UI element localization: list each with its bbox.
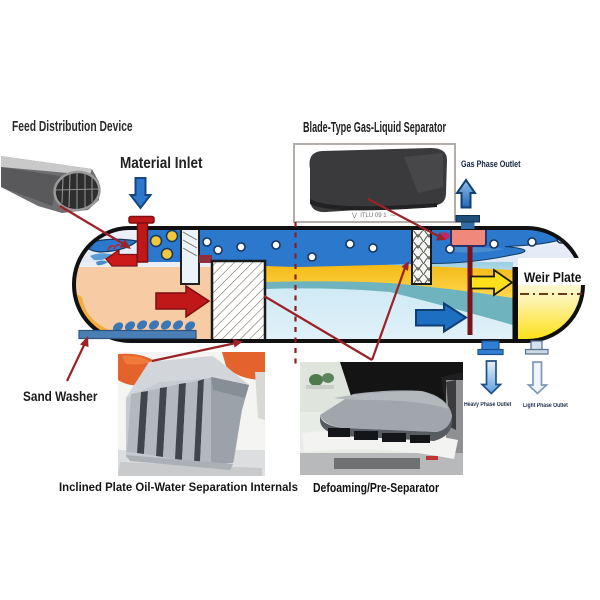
svg-text:⋁ ITLU 09 1 ⁓: ⋁ ITLU 09 1 ⁓ (351, 212, 396, 219)
